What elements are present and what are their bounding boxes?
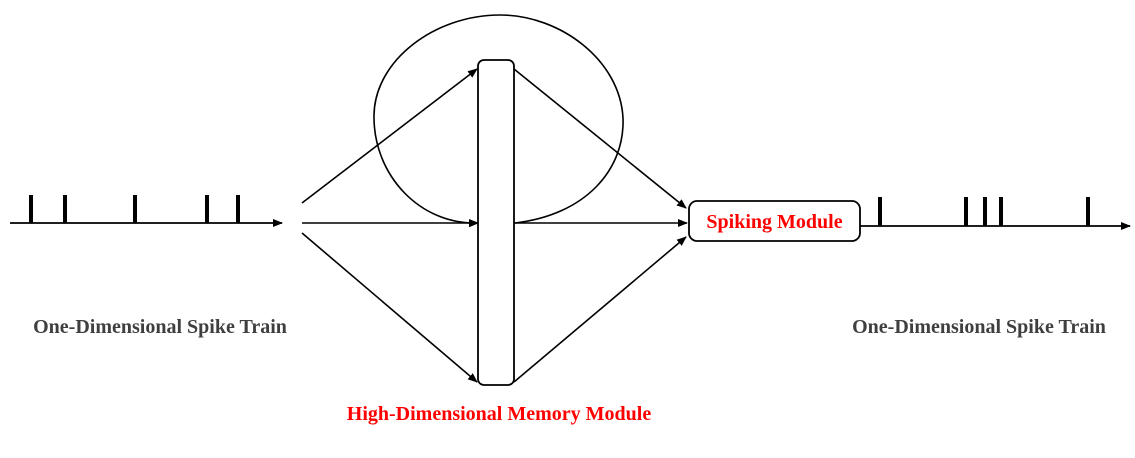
- input-train-label: One-Dimensional Spike Train: [33, 316, 287, 338]
- recurrent-loop: [373, 14, 624, 228]
- output-spike-train: [860, 197, 1131, 230]
- input-to-memory-arrow-bottom: [301, 232, 478, 383]
- spiking-module-box: [688, 200, 861, 242]
- memory-to-spiking-arrow-bottom: [513, 236, 687, 383]
- memory-to-spiking-arrow-top: [513, 68, 687, 209]
- input-spike-train: [10, 195, 283, 227]
- memory-module-box: [477, 59, 515, 386]
- output-train-label: One-Dimensional Spike Train: [852, 316, 1106, 338]
- memory-module-label: High-Dimensional Memory Module: [347, 403, 652, 425]
- spiking-module-label: Spiking Module: [706, 211, 842, 233]
- input-to-memory-arrow-top: [301, 68, 478, 204]
